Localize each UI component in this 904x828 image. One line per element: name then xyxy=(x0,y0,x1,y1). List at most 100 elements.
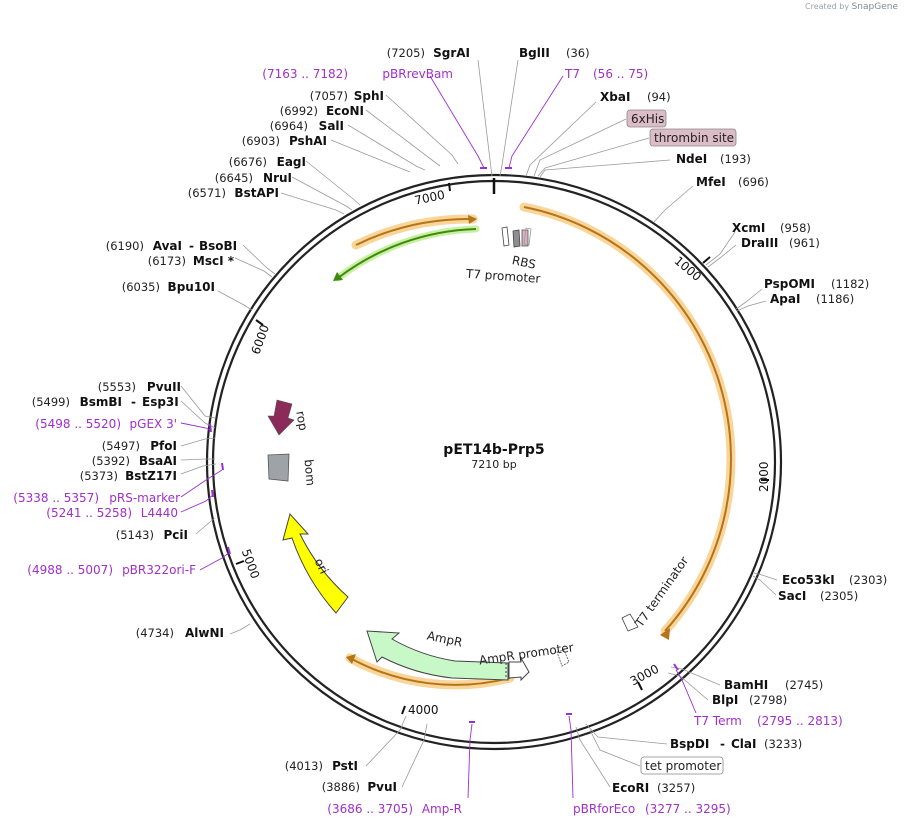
site-bspdi-pos: (3233) xyxy=(764,737,802,751)
tick-label-4000: 4000 xyxy=(408,703,439,717)
orf-arrow-line xyxy=(523,206,732,632)
site-bsmbi-pos: (5499) xyxy=(32,395,70,409)
green-arrowhead xyxy=(333,272,343,281)
primer-l4440-name: L4440 xyxy=(141,506,178,520)
site-clai-name: ClaI xyxy=(731,737,756,751)
green-arrow-line xyxy=(337,228,477,279)
primer-l4440-range: (5241 .. 5258) xyxy=(46,506,132,520)
green-highlight-arc xyxy=(334,225,480,282)
site-msci-pos: (6173) xyxy=(148,254,186,268)
site-eagi-name: EagI xyxy=(277,155,306,169)
site-pvui-name: PvuI xyxy=(367,780,397,794)
site-econi-pos: (6992) xyxy=(280,104,318,118)
site-xbai-pos: (94) xyxy=(647,90,671,104)
site-psti-pos: (4013) xyxy=(285,759,323,773)
site-bamhi-pos: (2745) xyxy=(785,678,823,692)
site-sgrai-name: SgrAI xyxy=(433,46,470,60)
site-pcii-name: PciI xyxy=(164,528,189,542)
site-pcii-pos: (5143) xyxy=(116,528,154,542)
rbs-glyph xyxy=(512,229,521,248)
tick-marks xyxy=(235,182,769,715)
t7-promoter-label: T7 promoter xyxy=(465,267,541,286)
site-apai-pos: (1186) xyxy=(816,292,854,306)
thrombin-glyph xyxy=(523,227,532,246)
site-pvuii-name: PvuII xyxy=(147,380,181,394)
site-pfoi-name: PfoI xyxy=(150,439,177,453)
site-ecori-pos: (3257) xyxy=(657,781,695,795)
site-blpi-pos: (2798) xyxy=(749,693,787,707)
primer-pbrforeco-range: (3277 .. 3295) xyxy=(645,802,731,816)
site-xcmi-name: XcmI xyxy=(732,221,765,235)
site-econi-name: EcoNI xyxy=(326,104,364,118)
site-mfei-pos: (696) xyxy=(738,175,769,189)
site-pvuii-pos: (5553) xyxy=(98,380,136,394)
site-bstapi-pos: (6571) xyxy=(188,186,226,200)
snapgene-logo-text: SnapGene xyxy=(851,2,898,12)
site-bstz17i-pos: (5373) xyxy=(80,469,118,483)
primer-pbr322ori-range: (4988 .. 5007) xyxy=(27,563,113,577)
primer-pbrrevbam-range: (7163 .. 7182) xyxy=(262,67,348,81)
site-sphi-pos: (7057) xyxy=(310,89,348,103)
site-bpu10i-pos: (6035) xyxy=(122,280,160,294)
site-pspomi-pos: (1182) xyxy=(831,277,869,291)
site-bstz17i-name: BstZ17I xyxy=(125,469,177,483)
site-pvui-pos: (3886) xyxy=(322,780,360,794)
site-bspdi-name: BspDI xyxy=(670,737,709,751)
site-leaders xyxy=(180,59,778,788)
tick-label-7000: 7000 xyxy=(413,188,446,208)
primer-prs-marker-range: (5338 .. 5357) xyxy=(13,491,99,505)
ampr-arrow xyxy=(366,630,509,681)
plasmid-backbone xyxy=(205,173,783,751)
tick-label-2000: 2000 xyxy=(757,461,771,492)
site-pshai-name: PshAI xyxy=(289,134,327,148)
bom-label: bom xyxy=(301,459,317,487)
thrombin-site-label: thrombin site xyxy=(654,131,734,145)
site-sgrai-pos: (7205) xyxy=(387,46,425,60)
site-nrui-pos: (6645) xyxy=(215,171,253,185)
site-draiii-pos: (961) xyxy=(789,236,820,250)
site-bsobi-name: BsoBI xyxy=(199,239,237,253)
site-draiii-name: DraIII xyxy=(741,236,778,250)
site-saci-name: SacI xyxy=(778,589,806,603)
site-sali-pos: (6964) xyxy=(270,119,308,133)
his-tag-box xyxy=(626,109,667,128)
site-nrui-name: NruI xyxy=(263,171,292,185)
site-bsmbi-name: BsmBI xyxy=(80,395,122,409)
site-avai-sep: - xyxy=(189,239,194,253)
plasmid-length: 7210 bp xyxy=(471,458,516,471)
site-blpi-name: BlpI xyxy=(712,693,738,707)
tet-promoter-glyph xyxy=(556,649,570,667)
orf-arrowhead xyxy=(660,628,670,640)
rbs-label: RBS xyxy=(511,253,537,272)
orf3-arrowhead xyxy=(346,654,356,664)
site-bsaai-name: BsaAI xyxy=(139,454,177,468)
plasmid-name: pET14b-Prp5 xyxy=(443,442,544,458)
primer-t7term-name: T7 Term xyxy=(693,714,742,728)
site-saci-pos: (2305) xyxy=(820,589,858,603)
primer-t7term-range: (2795 .. 2813) xyxy=(757,714,843,728)
t7-terminator-label: T7 terminator xyxy=(632,554,691,631)
site-xbai-name: XbaI xyxy=(600,90,630,104)
thrombin-site-box xyxy=(649,128,737,147)
rop-label: rop xyxy=(293,410,310,432)
site-eco53ki-pos: (2303) xyxy=(849,573,887,587)
site-xcmi-pos: (958) xyxy=(780,221,811,235)
tet-promoter-box xyxy=(640,756,724,775)
primer-pbr322ori-name: pBR322ori-F xyxy=(122,563,196,577)
primer-prs-marker-name: pRS-marker xyxy=(109,491,180,505)
primer-ampr-range: (3686 .. 3705) xyxy=(327,802,413,816)
orf3-arrow-line xyxy=(349,657,511,686)
bom-box xyxy=(267,453,290,482)
site-pshai-pos: (6903) xyxy=(242,134,280,148)
t7-promoter-glyph xyxy=(501,226,510,247)
site-bamhi-name: BamHI xyxy=(724,678,768,692)
ampr-label: AmpR xyxy=(426,628,464,649)
primer-leaders xyxy=(180,75,697,799)
site-eagi-pos: (6676) xyxy=(229,155,267,169)
primer-pgex3-range: (5498 .. 5520) xyxy=(35,417,121,431)
primer-pbrrevbam-name: pBRrevBam xyxy=(382,67,453,81)
site-bsaai-pos: (5392) xyxy=(92,454,130,468)
rop-arrow xyxy=(267,399,295,436)
site-avai-name: AvaI xyxy=(153,239,182,253)
